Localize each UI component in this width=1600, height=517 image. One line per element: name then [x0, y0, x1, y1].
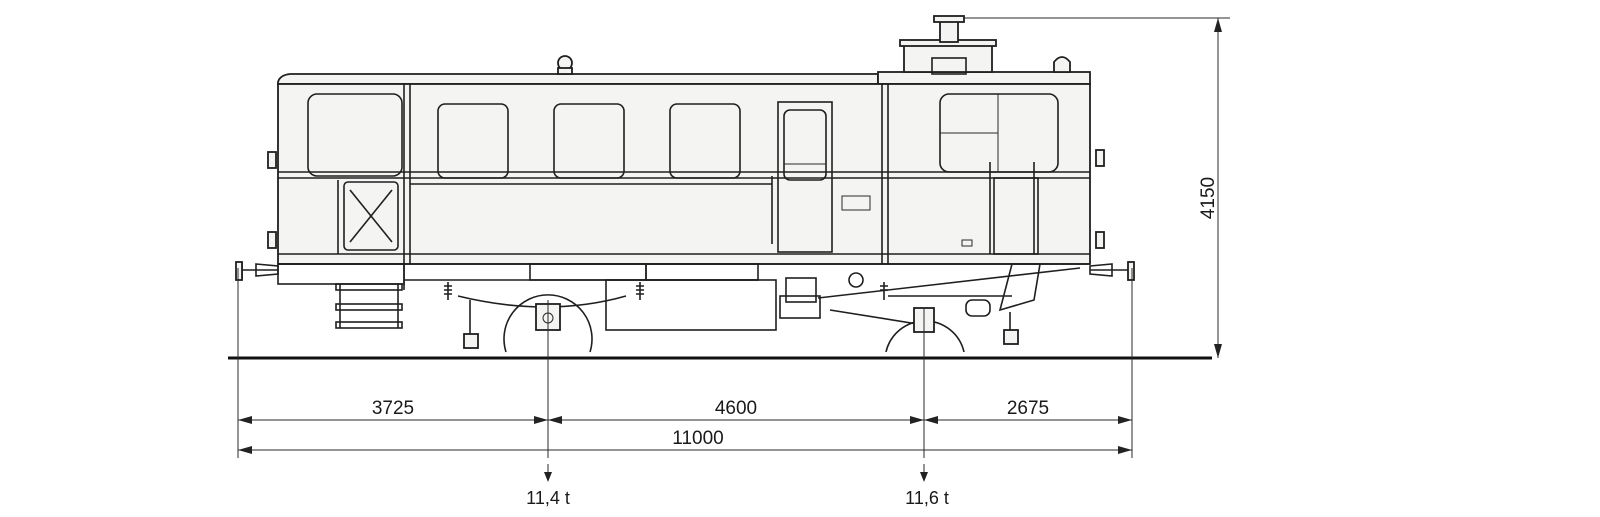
front-cab-door [337, 180, 399, 254]
roof-lamp [557, 55, 1071, 75]
window [553, 103, 625, 179]
height-label: 4150 [1198, 177, 1219, 219]
rear-buffer [1089, 261, 1135, 281]
rear-cab-door [961, 162, 1039, 255]
front-buffer [235, 261, 279, 281]
window-row [307, 93, 1059, 179]
rear-wheel [885, 307, 965, 353]
front-overhang-label: 3725 [372, 398, 414, 419]
window [307, 93, 403, 177]
wheelbase-label: 4600 [715, 398, 757, 419]
chimney [899, 15, 997, 75]
window [437, 103, 509, 179]
window [669, 103, 741, 179]
rear-axle-load-label: 11,6 t [905, 488, 949, 508]
underframe [277, 263, 1090, 349]
front-axle-load-label: 11,4 t [526, 488, 570, 508]
side-lamps [267, 149, 1105, 249]
passenger-door [771, 101, 871, 253]
total-length-label: 11000 [672, 428, 723, 449]
dimension-lines [237, 17, 1230, 482]
rear-overhang-label: 2675 [1007, 398, 1049, 419]
